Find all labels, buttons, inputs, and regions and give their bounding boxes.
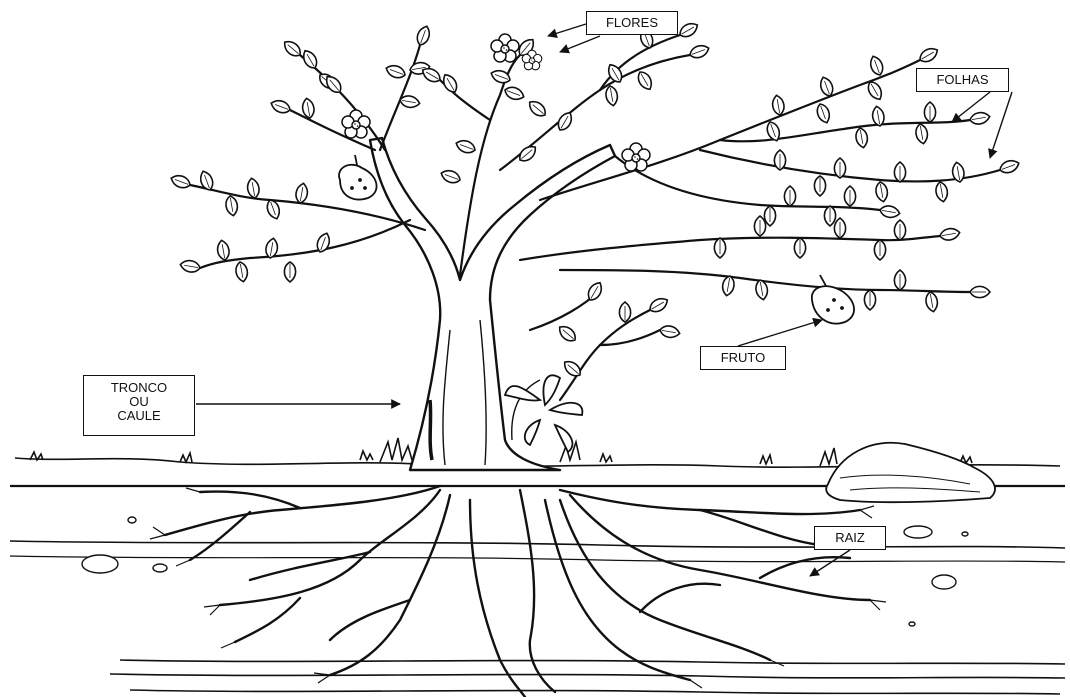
folhas-arrow-1	[951, 91, 991, 123]
label-raiz: RAIZ	[814, 526, 886, 550]
leaves	[168, 19, 1022, 381]
label-flores: FLORES	[586, 11, 678, 35]
label-fruto: FRUTO	[700, 346, 786, 370]
fruto-arrow	[737, 317, 823, 347]
flores-arrow-2	[559, 35, 601, 54]
root-hairs	[149, 487, 887, 689]
label-tronco-ou-caule: TRONCO OU CAULE	[83, 375, 195, 436]
label-tronco-line-1: TRONCO	[110, 380, 168, 395]
pebbles	[81, 516, 969, 627]
flores-arrow-1	[547, 23, 587, 39]
label-tronco-line-3: CAULE	[117, 408, 161, 423]
label-folhas: FOLHAS	[916, 68, 1009, 92]
trunk	[368, 136, 617, 472]
sprout-leaves	[503, 374, 584, 454]
rock	[825, 442, 996, 504]
roots	[163, 484, 872, 697]
label-arrows	[196, 23, 1013, 577]
ground	[9, 437, 1066, 695]
raiz-arrow	[809, 549, 851, 577]
label-tronco-line-2: OU	[129, 394, 149, 409]
folhas-arrow-2	[988, 91, 1013, 159]
